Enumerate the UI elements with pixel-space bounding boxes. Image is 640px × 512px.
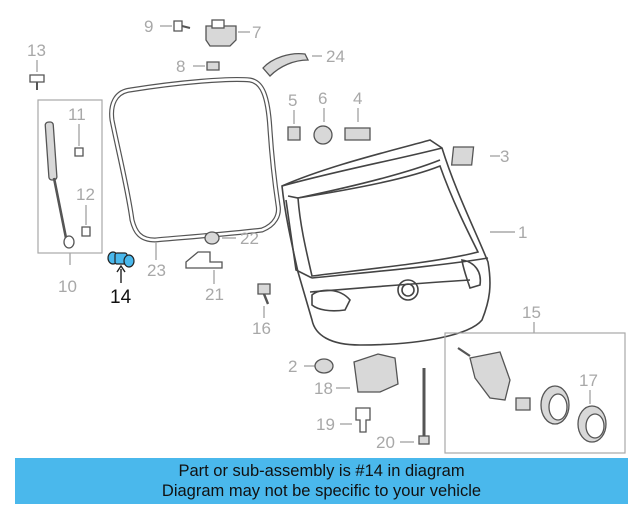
callout-6: 6	[318, 89, 327, 108]
banner-line-disclaimer: Diagram may not be specific to your vehi…	[161, 482, 482, 500]
callout-9: 9	[144, 17, 153, 36]
callout-8: 8	[176, 57, 185, 76]
callout-12: 12	[76, 185, 95, 204]
callout-23: 23	[147, 261, 166, 280]
callout-1: 1	[518, 223, 527, 242]
callout-14: 14	[110, 287, 132, 308]
strut-box	[37, 99, 103, 265]
callout-18: 18	[314, 379, 333, 398]
part-13-bolt	[29, 60, 45, 90]
callout-17: 17	[579, 371, 598, 390]
tailgate-body	[281, 139, 515, 346]
callout-13: 13	[27, 41, 46, 60]
callout-4: 4	[353, 89, 362, 108]
callout-11: 11	[68, 105, 86, 124]
callout-3: 3	[500, 147, 509, 166]
part-3	[450, 146, 500, 166]
lock-assembly-box	[444, 322, 626, 454]
callout-24: 24	[326, 47, 345, 66]
callout-10: 10	[58, 277, 77, 296]
part-16	[257, 283, 271, 318]
bracket-parts	[185, 231, 236, 284]
callout-20: 20	[376, 433, 395, 452]
callout-16: 16	[252, 319, 271, 338]
weatherstrip-seal	[109, 76, 281, 260]
lower-parts	[304, 353, 430, 445]
callout-21: 21	[205, 285, 224, 304]
callout-22: 22	[240, 229, 259, 248]
part-14-highlighted	[107, 251, 135, 283]
info-banner: Part or sub-assembly is #14 in diagram D…	[15, 458, 628, 504]
callout-5: 5	[288, 91, 297, 110]
callout-2: 2	[288, 357, 297, 376]
top-parts	[160, 19, 322, 77]
banner-line-part: Part or sub-assembly is #14 in diagram	[178, 462, 465, 480]
callout-7: 7	[252, 23, 261, 42]
middle-top-parts	[287, 108, 371, 145]
callout-15: 15	[522, 303, 541, 322]
callout-19: 19	[316, 415, 335, 434]
